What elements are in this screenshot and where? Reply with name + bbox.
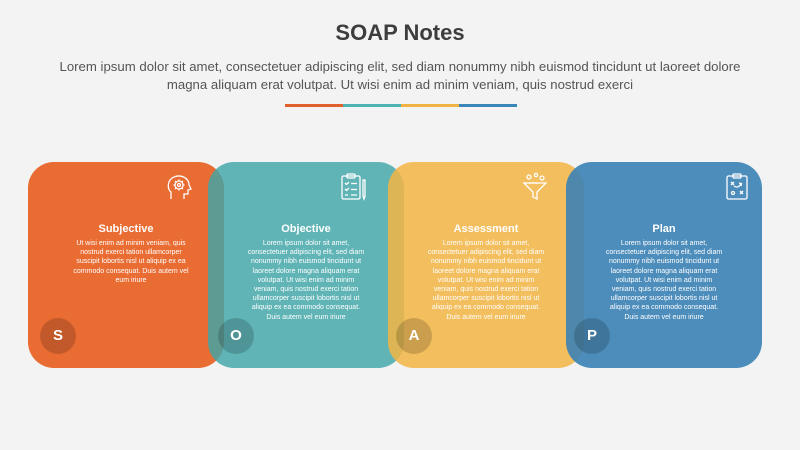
accent-segment-1: [285, 104, 343, 107]
accent-segment-2: [343, 104, 401, 107]
accent-segment-3: [401, 104, 459, 107]
checklist-icon: [341, 173, 366, 202]
strategy-clipboard-icon: [726, 173, 748, 200]
page-title: SOAP Notes: [335, 20, 465, 45]
letter-badge-o: O: [218, 318, 254, 354]
card-plan: Plan Lorem ipsum dolor sit amet, consect…: [566, 162, 762, 368]
card-body: Lorem ipsum dolor sit amet, consectetuer…: [605, 240, 723, 321]
card-heading: Objective: [281, 223, 331, 235]
letter-badge-s: S: [40, 318, 76, 354]
letter-badge-a: A: [396, 318, 432, 354]
letter-badge-p: P: [574, 318, 610, 354]
card-heading: Plan: [652, 223, 676, 235]
card-heading: Subjective: [98, 223, 154, 235]
card-body: Ut wisi enim ad minim veniam, quis nostr…: [73, 240, 189, 284]
card-body: Lorem ipsum dolor sit amet, consectetuer…: [427, 240, 545, 321]
card-assessment: Assessment Lorem ipsum dolor sit amet, c…: [388, 162, 584, 368]
head-gear-icon: [167, 175, 192, 199]
page-subtitle: Lorem ipsum dolor sit amet, consectetuer…: [59, 59, 741, 92]
accent-segment-4: [459, 104, 517, 107]
card-objective: Objective Lorem ipsum dolor sit amet, co…: [208, 162, 404, 368]
accent-divider: [285, 104, 517, 107]
funnel-icon: [522, 172, 548, 201]
card-body: Lorem ipsum dolor sit amet, consectetuer…: [247, 240, 365, 321]
card-subjective: Subjective Ut wisi enim ad minim veniam,…: [28, 162, 224, 368]
card-heading: Assessment: [453, 223, 519, 235]
